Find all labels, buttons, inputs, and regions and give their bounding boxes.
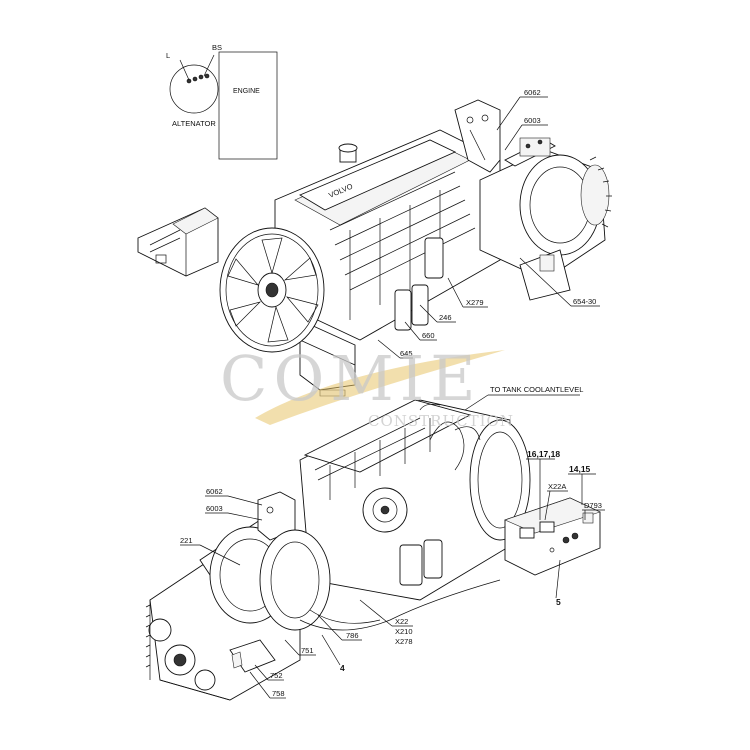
label-660: 660: [422, 331, 435, 340]
bottom-transmission: [145, 491, 501, 701]
top-leader-lines: [377, 96, 600, 359]
watermark-swoosh: [255, 350, 505, 425]
control-box: [504, 497, 601, 576]
label-6062-bottom: 6062: [206, 487, 223, 496]
label-4: 4: [340, 663, 345, 673]
label-758: 758: [272, 689, 285, 698]
alternator-symbol: [169, 64, 219, 114]
engine-box: [218, 51, 278, 160]
label-786: 786: [346, 631, 359, 640]
top-engine-block: VOLVO: [274, 129, 501, 397]
label-6003-bottom: 6003: [206, 504, 223, 513]
alternator-terminals: [186, 73, 210, 84]
label-645: 645: [400, 349, 413, 358]
top-transmission: [479, 137, 612, 301]
watermark-logo-text: COMIE: [220, 342, 482, 415]
watermark-subtitle: CONSTRUCTION: [368, 412, 514, 430]
label-to-tank-coolantlevel: TO TANK COOLANTLEVEL: [490, 385, 583, 394]
watermark: COMIE CONSTRUCTION: [220, 342, 514, 430]
bottom-leader-lines: [180, 394, 605, 699]
label-x279: X279: [466, 298, 484, 307]
label-x22: X22: [395, 617, 408, 626]
label-6003-top: 6003: [524, 116, 541, 125]
label-6062-top: 6062: [524, 88, 541, 97]
top-radiator-fan: [219, 227, 325, 353]
bottom-engine-assembly: TO TANK COOLANTLEVEL 16,17,18 14,15 X22A…: [145, 385, 605, 701]
label-x210: X210: [395, 627, 413, 636]
label-d793: D793: [584, 501, 602, 510]
alternator-inset: L BS ALTENATOR ENGINE: [166, 43, 278, 160]
label-246: 246: [439, 313, 452, 322]
top-mount-bracket: [454, 99, 501, 173]
top-engine-assembly: VOLVO: [137, 88, 612, 397]
alternator-bs-label: BS: [212, 43, 222, 52]
label-654-30: 654-30: [573, 297, 596, 306]
label-752: 752: [270, 671, 283, 680]
engine-box-label: ENGINE: [233, 88, 260, 95]
label-x278: X278: [395, 637, 413, 646]
label-x22a: X22A: [548, 482, 566, 491]
label-14-15: 14,15: [569, 464, 591, 474]
bottom-engine-block: [299, 399, 531, 601]
top-side-bracket: [137, 207, 219, 277]
label-751: 751: [301, 646, 314, 655]
alternator-l-label: L: [166, 51, 170, 60]
label-5: 5: [556, 597, 561, 607]
label-16-17-18: 16,17,18: [527, 449, 560, 459]
label-221: 221: [180, 536, 193, 545]
alternator-label: ALTENATOR: [172, 119, 216, 128]
